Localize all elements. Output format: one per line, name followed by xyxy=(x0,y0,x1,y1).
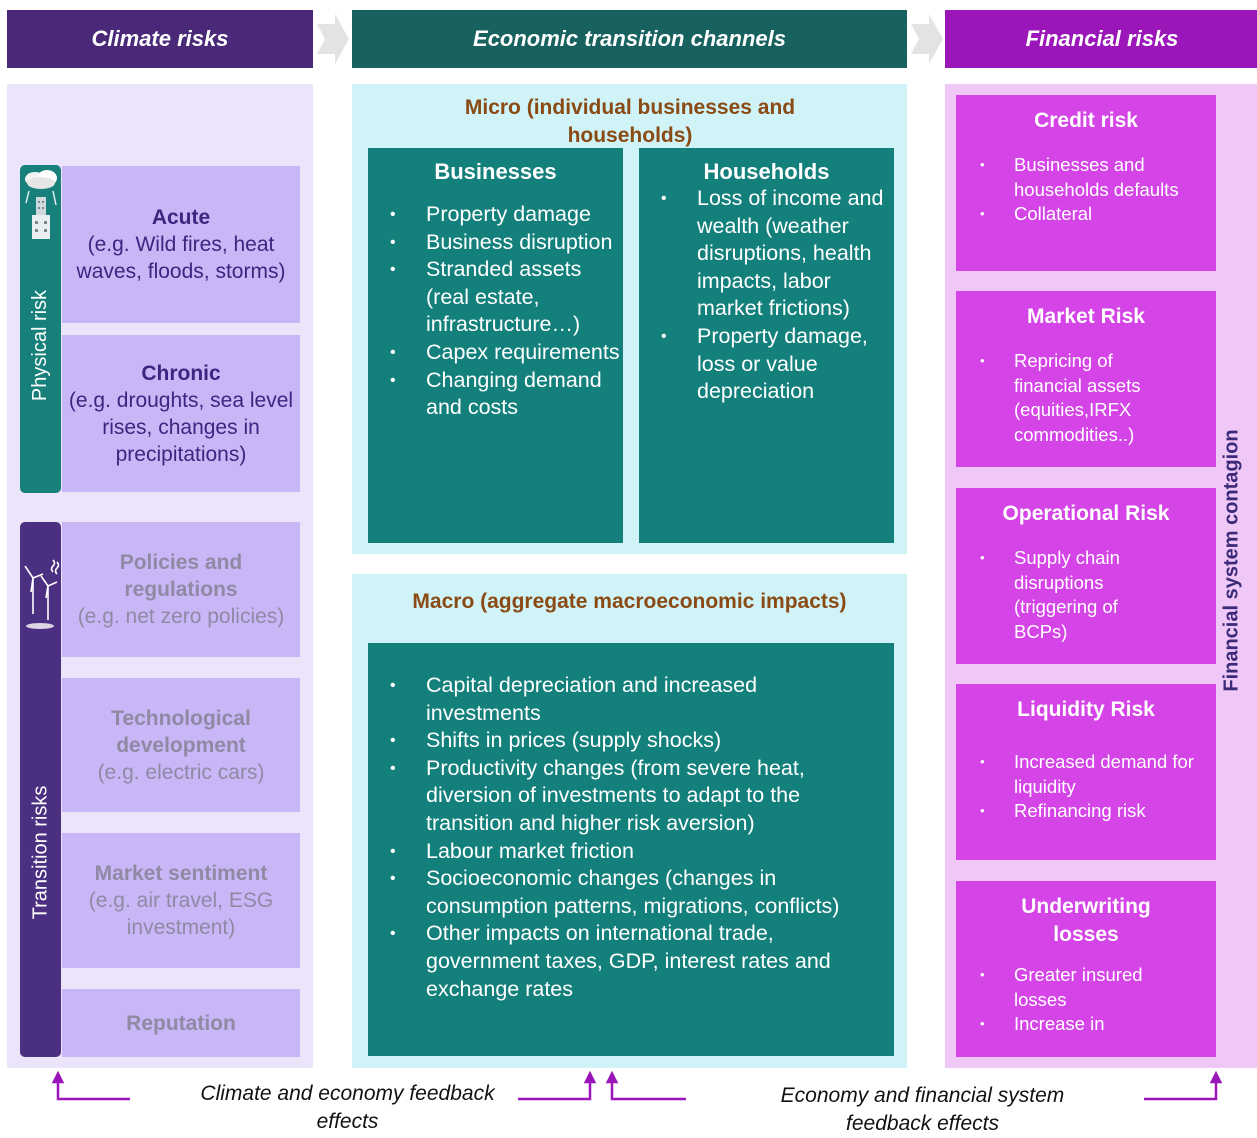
transition-risks-label: Transition risks xyxy=(29,785,52,919)
reputation-box: Reputation xyxy=(62,989,300,1057)
physical-risk-bar: Physical risk xyxy=(20,165,61,493)
households-list: Loss of income and wealth (weather disru… xyxy=(639,185,894,406)
feedback-arrow xyxy=(1144,1070,1223,1101)
feedback-arrow xyxy=(518,1070,597,1101)
chronic-title: Chronic xyxy=(141,361,221,385)
chronic-risk-box: Chronic (e.g. droughts, sea level rises,… xyxy=(62,335,300,492)
micro-title: Micro (individual businesses and househo… xyxy=(464,96,796,147)
policies-desc: (e.g. net zero policies) xyxy=(77,605,285,628)
acute-desc: (e.g. Wild fires, heat waves, floods, st… xyxy=(76,233,286,283)
climate-risks-header: Climate risks xyxy=(7,10,313,68)
market-risk-title: Market Risk xyxy=(1027,305,1145,328)
list-item: Changing demand and costs xyxy=(368,367,623,422)
financial-risks-header-label: Financial risks xyxy=(1025,26,1179,51)
wind-turbine-icon xyxy=(24,559,60,629)
businesses-title: Businesses xyxy=(434,159,557,184)
technological-box: Technological development (e.g. electric… xyxy=(62,678,300,812)
policies-box: Policies and regulations (e.g. net zero … xyxy=(62,522,300,657)
households-box: Households Loss of income and wealth (we… xyxy=(639,148,894,543)
operational-risk-title: Operational Risk xyxy=(1002,502,1170,525)
credit-risk-box: Credit risk Businesses and households de… xyxy=(956,95,1216,271)
businesses-box: Businesses Property damage Business disr… xyxy=(368,148,623,543)
list-item: Increased demand for liquidity xyxy=(956,750,1196,799)
list-item: Increase in xyxy=(956,1012,1176,1037)
climate-risks-header-label: Climate risks xyxy=(91,26,229,51)
chevron-right-icon xyxy=(911,14,943,64)
operational-risk-list: Supply chain disruptions (triggering of … xyxy=(956,546,1216,644)
liquidity-risk-title: Liquidity Risk xyxy=(1017,698,1155,721)
transition-risks-bar: Transition risks xyxy=(20,522,61,1057)
list-item: Refinancing risk xyxy=(956,799,1196,824)
market-sentiment-box: Market sentiment (e.g. air travel, ESG i… xyxy=(62,833,300,968)
macro-list: Capital depreciation and increased inves… xyxy=(368,672,894,1003)
policies-title: Policies and regulations xyxy=(119,551,243,601)
list-item: Business disruption xyxy=(368,229,623,257)
list-item: Property damage, loss or value depreciat… xyxy=(639,323,894,406)
list-item: Capex requirements xyxy=(368,339,623,367)
underwriting-losses-box: Underwriting losses Greater insured loss… xyxy=(956,881,1216,1057)
market-risk-box: Market Risk Repricing of financial asset… xyxy=(956,291,1216,467)
market-sentiment-title: Market sentiment xyxy=(94,862,268,885)
list-item: Repricing of financial assets (equities,… xyxy=(956,349,1164,447)
technological-desc: (e.g. electric cars) xyxy=(97,760,265,784)
underwriting-losses-title: Underwriting losses xyxy=(1021,895,1151,946)
market-risk-list: Repricing of financial assets (equities,… xyxy=(956,349,1216,447)
list-item: Businesses and households defaults xyxy=(956,153,1196,202)
acute-risk-box: Acute (e.g. Wild fires, heat waves, floo… xyxy=(62,166,300,323)
reputation-title: Reputation xyxy=(126,1011,236,1035)
feedback-arrow xyxy=(605,1070,686,1101)
credit-risk-list: Businesses and households defaults Colla… xyxy=(956,153,1216,227)
economic-transition-header-label: Economic transition channels xyxy=(473,26,786,51)
financial-system-contagion-label: Financial system contagion xyxy=(1220,428,1243,692)
list-item: Other impacts on international trade, go… xyxy=(368,920,874,1003)
chronic-desc: (e.g. droughts, sea level rises, changes… xyxy=(68,388,294,466)
list-item: Shifts in prices (supply shocks) xyxy=(368,727,874,755)
macro-title: Macro (aggregate macroeconomic impacts) xyxy=(412,590,847,613)
list-item: Productivity changes (from severe heat, … xyxy=(368,755,874,838)
list-item: Stranded assets (real estate, infrastruc… xyxy=(368,256,623,339)
households-title: Households xyxy=(703,159,830,184)
physical-risk-label: Physical risk xyxy=(29,289,52,401)
operational-risk-box: Operational Risk Supply chain disruption… xyxy=(956,488,1216,664)
list-item: Socioeconomic changes (changes in consum… xyxy=(368,865,874,920)
list-item: Collateral xyxy=(956,202,1196,227)
liquidity-risk-list: Increased demand for liquidity Refinanci… xyxy=(956,750,1216,824)
acute-title: Acute xyxy=(151,206,211,229)
technological-title: Technological development xyxy=(111,706,251,757)
list-item: Capital depreciation and increased inves… xyxy=(368,672,874,727)
list-item: Loss of income and wealth (weather disru… xyxy=(639,185,894,323)
economic-transition-header: Economic transition channels xyxy=(352,10,907,68)
feedback-arrow xyxy=(51,1070,130,1101)
market-sentiment-desc: (e.g. air travel, ESG investment) xyxy=(88,889,274,939)
businesses-list: Property damage Business disruption Stra… xyxy=(368,201,623,422)
financial-risks-header: Financial risks xyxy=(945,10,1257,68)
liquidity-risk-box: Liquidity Risk Increased demand for liqu… xyxy=(956,684,1216,860)
credit-risk-title: Credit risk xyxy=(1034,109,1138,132)
list-item: Property damage xyxy=(368,201,623,229)
list-item: Greater insured losses xyxy=(956,963,1176,1012)
storm-building-icon xyxy=(25,170,57,239)
underwriting-losses-list: Greater insured losses Increase in xyxy=(956,963,1216,1037)
list-item: Labour market friction xyxy=(368,838,874,866)
financial-system-contagion: Financial system contagion xyxy=(1208,280,1256,840)
economy-financial-feedback: Economy and financial system feedback ef… xyxy=(780,1084,1065,1135)
climate-economy-feedback: Climate and economy feedback effects xyxy=(200,1082,495,1133)
chevron-right-icon xyxy=(317,14,349,64)
feedback-arrows xyxy=(51,1070,1223,1101)
list-item: Supply chain disruptions (triggering of … xyxy=(956,546,1164,644)
macro-box: Capital depreciation and increased inves… xyxy=(368,643,894,1056)
